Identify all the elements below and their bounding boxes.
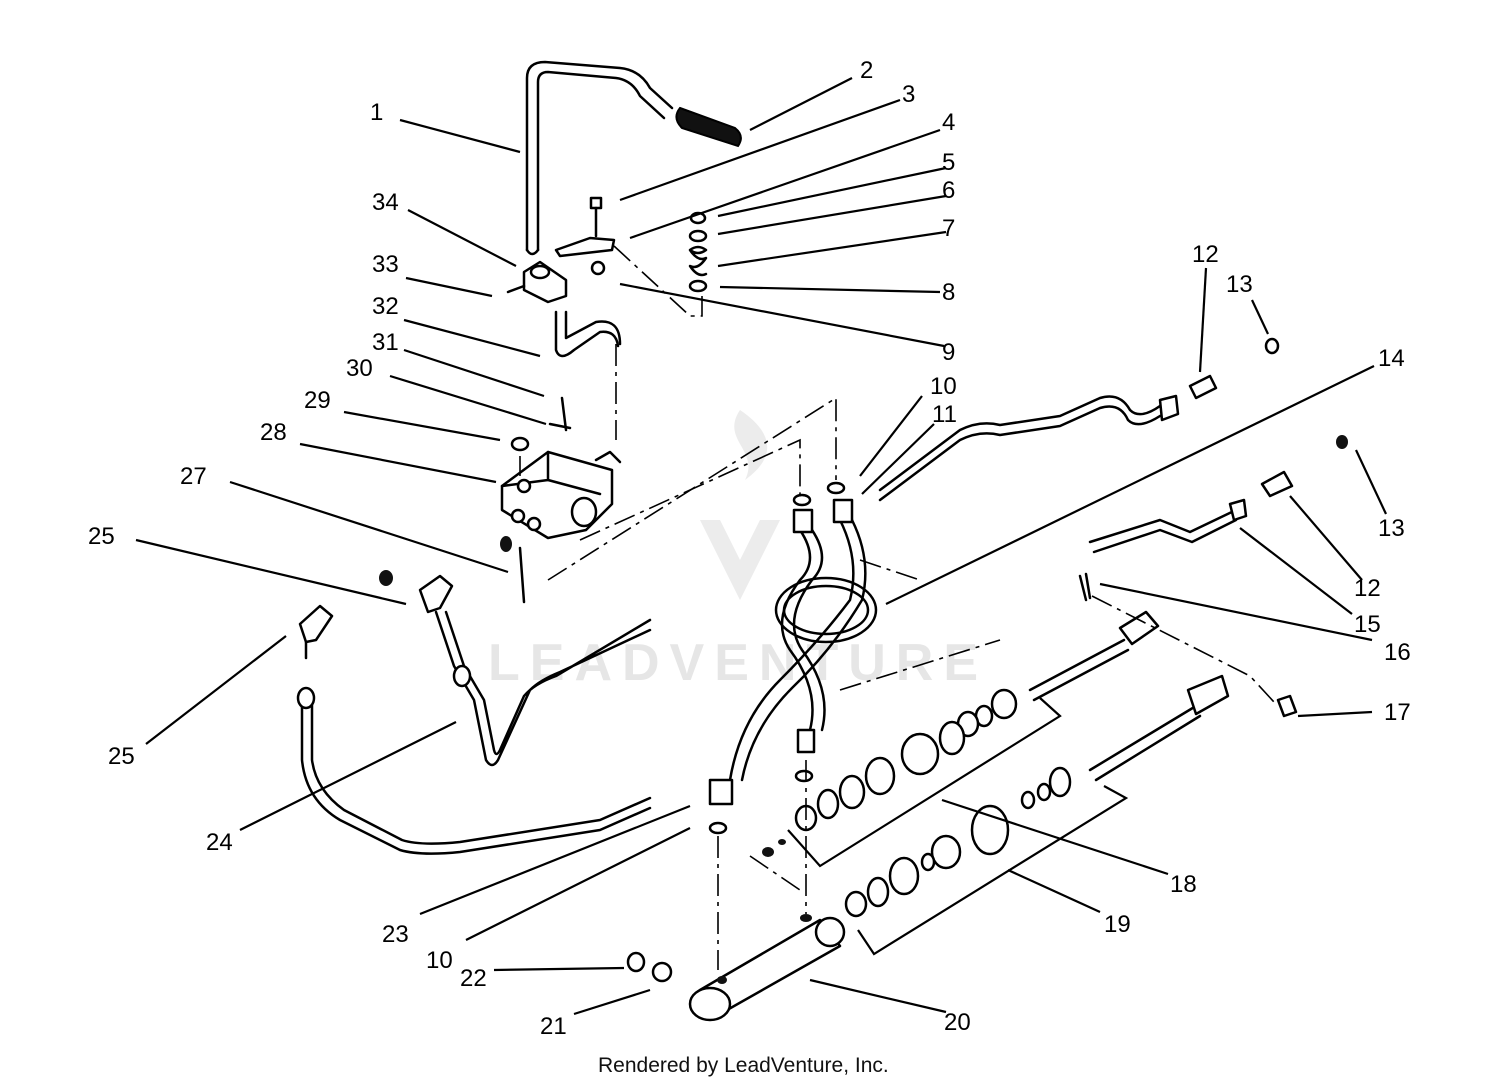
callout-25-lower: 25 bbox=[108, 743, 135, 770]
callout-20: 20 bbox=[944, 1009, 971, 1036]
callout-30: 30 bbox=[346, 355, 373, 382]
seal-kit-19 bbox=[762, 766, 1072, 918]
hydraulic-tube-24 bbox=[300, 698, 652, 855]
control-valve bbox=[500, 450, 622, 540]
clip-16 bbox=[1078, 572, 1092, 602]
exploded-view-drawing bbox=[296, 60, 1348, 1022]
spring-stack bbox=[688, 211, 708, 293]
screw-3 bbox=[589, 196, 603, 238]
piston-rod-lower bbox=[1088, 674, 1230, 782]
tube-nut-11 bbox=[1158, 394, 1180, 422]
pin-17 bbox=[1276, 694, 1298, 718]
callout-labels: 1 2 3 4 5 6 7 8 9 10 11 12 13 14 13 12 1… bbox=[88, 57, 1411, 1040]
lever-handle bbox=[525, 60, 674, 256]
elbow-fitting-right bbox=[379, 570, 454, 614]
callout-33: 33 bbox=[372, 251, 399, 278]
tube-nut-15 bbox=[1228, 498, 1248, 522]
hydraulic-cylinder bbox=[688, 914, 846, 1022]
callout-28: 28 bbox=[260, 419, 287, 446]
callout-6: 6 bbox=[942, 177, 955, 204]
pivot-block bbox=[506, 260, 568, 304]
callout-10-upper: 10 bbox=[930, 373, 957, 400]
callout-2: 2 bbox=[860, 57, 873, 84]
callout-9: 9 bbox=[942, 339, 955, 366]
callout-18: 18 bbox=[1170, 871, 1197, 898]
callout-25-upper: 25 bbox=[88, 523, 115, 550]
footer-credit: Rendered by LeadVenture, Inc. bbox=[598, 1054, 889, 1077]
callout-24: 24 bbox=[206, 829, 233, 856]
hydraulic-tube-15 bbox=[1088, 508, 1238, 554]
kit-bracket-19 bbox=[857, 785, 1129, 956]
callout-16: 16 bbox=[1384, 639, 1411, 666]
callout-4: 4 bbox=[942, 109, 955, 136]
callout-21: 21 bbox=[540, 1013, 567, 1040]
fitting-22 bbox=[626, 951, 646, 973]
bolt-27 bbox=[500, 536, 526, 604]
callout-14: 14 bbox=[1378, 345, 1405, 372]
callout-7: 7 bbox=[942, 215, 955, 242]
callout-23: 23 bbox=[382, 921, 409, 948]
callout-27: 27 bbox=[180, 463, 207, 490]
callout-8: 8 bbox=[942, 279, 955, 306]
elbow-fitting-left bbox=[298, 604, 334, 660]
callout-3: 3 bbox=[902, 81, 915, 108]
bracket-4 bbox=[554, 236, 616, 258]
callout-29: 29 bbox=[304, 387, 331, 414]
fitting-12-lower bbox=[1260, 470, 1294, 498]
callout-10-lower: 10 bbox=[426, 947, 453, 974]
callout-32: 32 bbox=[372, 293, 399, 320]
roll-pin-31 bbox=[560, 396, 568, 432]
callout-11: 11 bbox=[932, 401, 957, 428]
callout-1: 1 bbox=[370, 99, 383, 126]
watermark-text: LEADVENTURE bbox=[488, 634, 988, 692]
callout-12-upper: 12 bbox=[1192, 241, 1219, 268]
hydraulic-tube-11 bbox=[878, 395, 1162, 502]
callout-19: 19 bbox=[1104, 911, 1131, 938]
watermark: LEADVENTURE bbox=[488, 410, 988, 692]
alignment-lines bbox=[519, 245, 1275, 970]
fitting-12-upper bbox=[1188, 374, 1218, 400]
arm-32 bbox=[554, 310, 622, 358]
handle-grip bbox=[675, 106, 742, 148]
callout-34: 34 bbox=[372, 189, 399, 216]
kit-bracket-18 bbox=[787, 697, 1062, 868]
callout-13-lower: 13 bbox=[1378, 515, 1405, 542]
o-ring-13-upper bbox=[1264, 337, 1280, 355]
leader-lines bbox=[135, 77, 1387, 1016]
callout-15: 15 bbox=[1354, 611, 1381, 638]
callout-5: 5 bbox=[942, 149, 955, 176]
pin-30 bbox=[548, 422, 572, 430]
callout-22: 22 bbox=[460, 965, 487, 992]
hydraulic-tube-26 bbox=[434, 610, 652, 767]
o-ring-13-lower bbox=[1336, 435, 1348, 449]
washer-21 bbox=[651, 961, 673, 983]
nut-29 bbox=[510, 436, 530, 452]
tube-nut-26 bbox=[452, 664, 472, 688]
callout-17: 17 bbox=[1384, 699, 1411, 726]
tube-nut-24a bbox=[296, 686, 316, 710]
nut-9 bbox=[590, 260, 606, 276]
hydraulic-hoses bbox=[708, 481, 878, 835]
callout-13-upper: 13 bbox=[1226, 271, 1253, 298]
piston-rod-upper bbox=[1028, 610, 1160, 702]
callout-12-lower: 12 bbox=[1354, 575, 1381, 602]
callout-31: 31 bbox=[372, 329, 399, 356]
